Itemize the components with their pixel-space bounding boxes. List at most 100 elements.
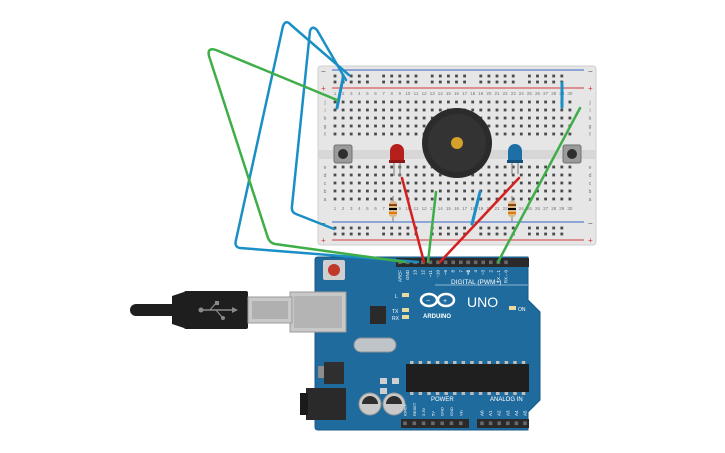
breadboard-hole — [471, 181, 475, 185]
rail-hole — [528, 80, 531, 84]
breadboard-hole — [528, 108, 531, 112]
usb-chip — [370, 306, 386, 324]
breadboard-hole — [374, 181, 377, 185]
breadboard-hole — [438, 189, 442, 193]
breadboard-hole — [519, 116, 523, 120]
breadboard-hole — [544, 197, 547, 201]
power-pin-label: RESET — [412, 402, 417, 416]
breadboard-hole — [568, 116, 572, 120]
row-letter: a — [589, 197, 592, 203]
header-pin-hole — [497, 421, 501, 426]
column-number: 19 — [478, 206, 484, 211]
breadboard-hole — [544, 100, 547, 104]
mcu-pin — [513, 361, 517, 364]
breadboard-hole — [406, 124, 410, 128]
breadboard-hole — [528, 116, 531, 120]
breadboard-hole — [333, 173, 337, 177]
breadboard-hole — [455, 100, 458, 104]
rail-hole — [349, 232, 353, 236]
breadboard-hole — [568, 100, 572, 104]
rail-hole — [349, 80, 353, 84]
digital-pin-label: ~6 — [466, 270, 471, 276]
breadboard-hole — [560, 173, 564, 177]
breadboard-hole — [463, 181, 466, 185]
rail-hole — [455, 80, 458, 84]
rail-hole — [438, 74, 442, 78]
header-pin-hole — [480, 421, 484, 426]
wire-green-1 — [207, 48, 407, 264]
breadboard-hole — [422, 116, 426, 120]
rail-hole — [406, 74, 410, 78]
breadboard-hole — [511, 173, 515, 177]
breadboard-hole — [333, 116, 337, 120]
breadboard-hole — [349, 181, 353, 185]
row-letter: b — [324, 189, 327, 195]
breadboard-hole — [487, 100, 491, 104]
rail-hole — [447, 74, 450, 78]
resistor-left — [389, 196, 397, 222]
breadboard-hole — [414, 197, 418, 201]
mcu-pin — [410, 392, 414, 395]
breadboard-hole — [519, 197, 523, 201]
column-number: 9 — [399, 206, 402, 211]
breadboard-hole — [374, 197, 377, 201]
breadboard-hole — [390, 173, 394, 177]
digital-header-label: DIGITAL (PWM~) — [451, 279, 501, 286]
breadboard-hole — [422, 181, 426, 185]
breadboard-hole — [560, 124, 564, 128]
column-number: 28 — [551, 206, 557, 211]
breadboard-hole — [552, 181, 556, 185]
rail-hole — [479, 80, 483, 84]
breadboard-hole — [414, 189, 418, 193]
column-number: 3 — [350, 91, 353, 96]
breadboard-hole — [519, 181, 523, 185]
breadboard-hole — [455, 197, 458, 201]
breadboard-hole — [560, 197, 564, 201]
row-letter: a — [324, 197, 327, 203]
breadboard-hole — [463, 197, 466, 201]
header-pin-hole — [523, 421, 527, 426]
breadboard-hole — [552, 189, 556, 193]
breadboard-hole — [390, 165, 394, 169]
digital-pin-label: GND — [405, 269, 410, 280]
digital-pin-label: 13 — [413, 270, 418, 276]
rail-minus-label-bl: − — [321, 219, 326, 228]
breadboard-hole — [438, 197, 442, 201]
breadboard-hole — [349, 124, 353, 128]
mcu-pin — [521, 361, 526, 364]
breadboard-hole — [536, 165, 539, 169]
breadboard-hole — [430, 100, 434, 104]
rail-hole — [503, 80, 507, 84]
svg-text:−: − — [426, 298, 430, 305]
breadboard-hole — [487, 124, 491, 128]
breadboard-hole — [349, 100, 353, 104]
breadboard-hole — [382, 116, 385, 120]
breadboard-hole — [406, 116, 410, 120]
column-number: 26 — [535, 91, 541, 96]
rail-hole — [398, 80, 402, 84]
breadboard-hole — [487, 173, 491, 177]
breadboard-hole — [366, 165, 369, 169]
breadboard-hole — [398, 124, 402, 128]
mcu-pin — [496, 392, 500, 395]
rail-hole — [552, 232, 556, 236]
column-number: 5 — [366, 206, 369, 211]
breadboard-hole — [398, 189, 402, 193]
breadboard-hole — [390, 132, 394, 136]
breadboard-hole — [390, 100, 394, 104]
power-pin-label: GND — [449, 407, 454, 416]
column-number: 20 — [486, 91, 492, 96]
rail-hole — [511, 74, 515, 78]
rail-hole — [479, 226, 483, 230]
mcu-pin — [470, 361, 474, 364]
rail-hole — [560, 226, 564, 230]
rail-plus-label-tl: + — [321, 84, 326, 93]
breadboard-hole — [487, 108, 491, 112]
rail-hole — [552, 74, 556, 78]
breadboard-hole — [447, 181, 450, 185]
mcu-pin — [453, 361, 457, 364]
atmega-microcontroller — [406, 361, 529, 395]
column-number: 5 — [366, 91, 369, 96]
breadboard-hole — [528, 124, 531, 128]
row-letter: i — [589, 108, 590, 114]
